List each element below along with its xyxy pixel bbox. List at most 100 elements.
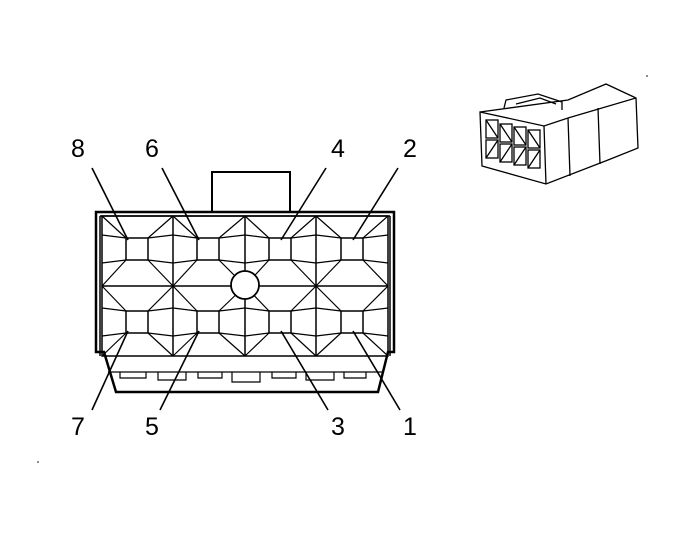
scan-speck — [37, 461, 39, 463]
pin-number-2: 2 — [403, 135, 417, 163]
thumb-body-outline — [479, 83, 639, 185]
latch-notch — [305, 372, 335, 381]
cavity-taper-line — [244, 332, 270, 337]
cavity-taper-line — [218, 215, 246, 239]
cavity-taper-line — [147, 307, 174, 312]
thumb-cavity-diag — [513, 126, 527, 146]
cavity-taper-line — [172, 215, 198, 239]
cavity-taper-line — [290, 259, 317, 287]
cavity-taper-line — [315, 215, 342, 239]
scan-speck — [646, 75, 648, 77]
thumb-cavity — [485, 119, 499, 139]
latch-notches — [108, 371, 382, 383]
cavity-taper-line — [290, 285, 317, 312]
cavity-taper-line — [172, 307, 198, 312]
cavity-taper-line — [362, 259, 389, 264]
cavity-taper-line — [315, 259, 342, 264]
cavity-taper-line — [290, 234, 317, 239]
cavity-taper-line — [172, 259, 198, 287]
cavity-taper-line — [147, 259, 174, 264]
cavity-taper-line — [218, 234, 246, 239]
leader-line-8 — [91, 167, 129, 241]
pin-number-8: 8 — [71, 135, 85, 163]
cavity-taper-line — [101, 332, 127, 337]
pin-terminal-7 — [125, 310, 149, 334]
cavity-taper-line — [290, 215, 317, 239]
pin-cavity-5 — [172, 285, 246, 357]
thumb-cavity — [527, 129, 541, 149]
cavity-taper-line — [362, 234, 389, 239]
thumb-latch-tab — [503, 93, 563, 110]
cavity-taper-line — [101, 234, 127, 239]
cavity-taper-line — [101, 259, 127, 264]
cavity-taper-line — [218, 332, 246, 357]
pin-number-7: 7 — [71, 413, 85, 441]
leader-line-4 — [280, 167, 327, 241]
pin-cavity-6 — [172, 215, 246, 287]
cavity-taper-line — [244, 259, 270, 264]
cavity-taper-line — [244, 332, 270, 357]
cavity-taper-line — [244, 215, 270, 239]
pin-number-5: 5 — [145, 413, 159, 441]
thumb-cavities — [485, 119, 541, 169]
pin-number-1: 1 — [403, 413, 417, 441]
cavity-taper-line — [147, 332, 174, 357]
thumb-sleeve-line — [567, 117, 571, 177]
thumb-cavity — [499, 123, 513, 143]
latch-notch — [343, 372, 367, 379]
thumb-latch-tab-detail — [515, 97, 557, 105]
cavity-taper-line — [101, 332, 127, 357]
cavity-taper-line — [147, 332, 174, 337]
thumb-cavity — [527, 149, 541, 169]
pin-terminal-2 — [340, 237, 364, 261]
cavity-taper-line — [290, 332, 317, 357]
connector-housing — [94, 210, 396, 394]
cavity-taper-line — [290, 307, 317, 312]
latch-notch — [271, 372, 297, 379]
pin-terminal-1 — [340, 310, 364, 334]
latch-notch — [231, 372, 261, 383]
thumb-sleeve-top — [567, 97, 637, 119]
cavity-taper-line — [101, 215, 127, 239]
leader-line-2 — [352, 167, 399, 241]
cavity-taper-line — [244, 307, 270, 312]
cavity-taper-line — [362, 259, 389, 287]
cavity-taper-line — [362, 332, 389, 337]
thumb-front-right — [543, 125, 547, 185]
cavity-taper-line — [290, 332, 317, 337]
pin-terminal-4 — [268, 237, 292, 261]
pin-number-4: 4 — [331, 135, 345, 163]
cavity-taper-line — [218, 307, 246, 312]
thumb-front-top — [479, 111, 569, 127]
cavity-taper-line — [172, 332, 198, 357]
thumb-cavity — [499, 143, 513, 163]
connector-isometric-thumbnail — [479, 83, 639, 185]
latch-notch — [197, 372, 223, 379]
pin-terminal-8 — [125, 237, 149, 261]
cavity-taper-line — [172, 234, 198, 239]
pin-cavity-3 — [244, 285, 317, 357]
leader-line-3 — [280, 330, 329, 411]
thumb-cavity-diag — [499, 123, 513, 143]
cavity-taper-line — [290, 259, 317, 264]
locking-tab — [211, 171, 291, 212]
pin-number-3: 3 — [331, 413, 345, 441]
pin-cavity-2 — [315, 215, 389, 287]
leader-line-6 — [161, 167, 200, 241]
cavity-taper-line — [147, 285, 174, 312]
pin-terminal-6 — [196, 237, 220, 261]
leader-line-1 — [352, 330, 401, 411]
cavity-taper-line — [315, 332, 342, 357]
thumb-cavity-diag — [499, 143, 513, 163]
cavity-taper-line — [315, 234, 342, 239]
thumb-cavity-diag — [527, 149, 541, 169]
cavities — [101, 215, 389, 357]
cavity-taper-line — [244, 234, 270, 239]
cavity-taper-line — [315, 285, 342, 312]
thumb-cavity — [513, 126, 527, 146]
cavity-taper-line — [362, 332, 389, 357]
latch-notch — [157, 372, 187, 381]
